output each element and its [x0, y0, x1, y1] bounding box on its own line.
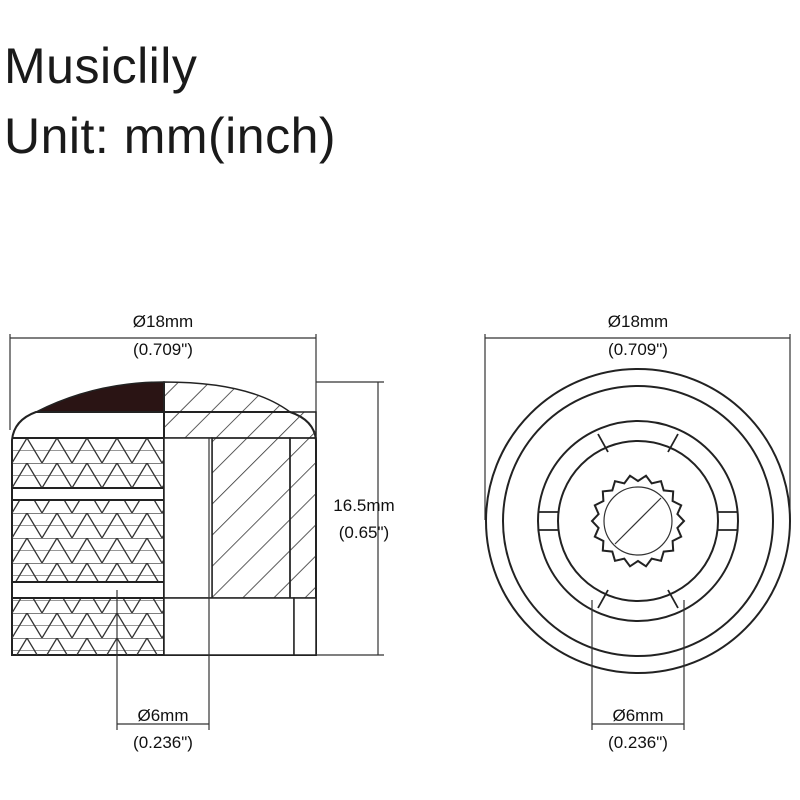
insert-ring-inner: [557, 440, 719, 602]
brand-title: Musiclily: [4, 38, 198, 94]
bottom-width-dimension: Ø18mm (0.709"): [484, 312, 791, 520]
side-width-in-label: (0.709"): [133, 340, 193, 359]
dome-section-half: [163, 381, 293, 413]
slot-marks: [538, 433, 738, 609]
side-bore-dimension: Ø6mm (0.236"): [116, 438, 210, 752]
side-bore-in-label: (0.236"): [133, 733, 193, 752]
side-height-in-label: (0.65"): [339, 523, 389, 542]
bottom-width-mm-label: Ø18mm: [608, 312, 668, 331]
shaft-hole-inner: [603, 486, 673, 556]
shaft-slot-line: [614, 497, 662, 545]
side-width-mm-label: Ø18mm: [133, 312, 193, 331]
side-height-dimension: 16.5mm (0.65"): [316, 381, 395, 656]
insert-ring-outer: [537, 420, 739, 622]
bottom-view: Ø18mm (0.709") Ø6mm (0.236"): [484, 312, 791, 752]
outer-rim: [485, 368, 791, 674]
knurled-grip: [12, 437, 164, 655]
section-view: [163, 411, 317, 656]
side-bore-mm-label: Ø6mm: [138, 706, 189, 725]
splined-shaft-hole: [590, 474, 686, 568]
bottom-bore-in-label: (0.236"): [608, 733, 668, 752]
unit-label: Unit: mm(inch): [4, 108, 337, 164]
inner-rim: [502, 385, 774, 657]
dome-solid-half: [35, 381, 165, 413]
bottom-width-in-label: (0.709"): [608, 340, 668, 359]
side-view: Ø18mm (0.709"): [9, 312, 395, 752]
side-width-dimension: Ø18mm (0.709"): [9, 312, 317, 430]
side-height-mm-label: 16.5mm: [333, 496, 394, 515]
bottom-bore-mm-label: Ø6mm: [613, 706, 664, 725]
bottom-bore-dimension: Ø6mm (0.236"): [591, 600, 685, 752]
